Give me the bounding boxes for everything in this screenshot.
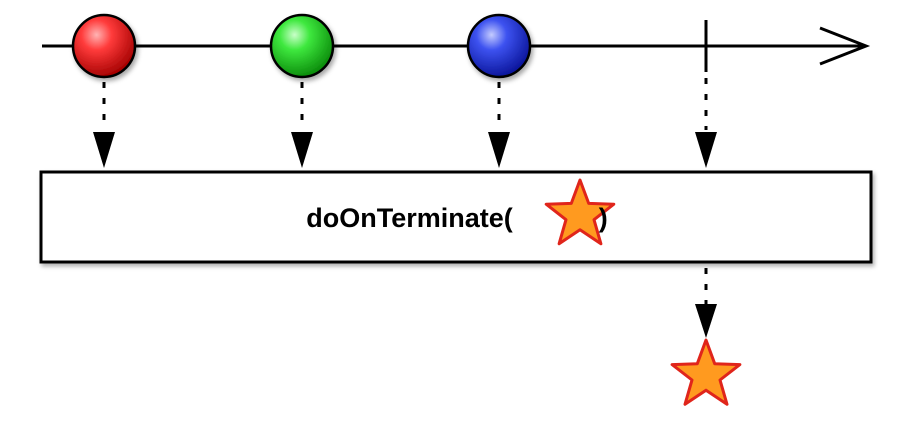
red-marble xyxy=(71,13,137,79)
arrow-to-operator-red xyxy=(93,82,115,168)
star-icon xyxy=(544,178,616,246)
arrow-to-operator-completion xyxy=(695,78,717,168)
marbles xyxy=(71,13,532,79)
output-star-icon xyxy=(670,338,742,406)
arrow-to-operator-blue xyxy=(488,82,510,168)
output-completion-arrow xyxy=(695,268,717,338)
blue-marble xyxy=(466,13,532,79)
timeline-arrowhead xyxy=(819,26,871,66)
arrow-to-operator-green xyxy=(291,82,313,168)
emission-arrows xyxy=(93,78,717,168)
source-timeline xyxy=(42,20,871,72)
green-marble xyxy=(269,13,335,79)
operator-box xyxy=(39,170,873,264)
